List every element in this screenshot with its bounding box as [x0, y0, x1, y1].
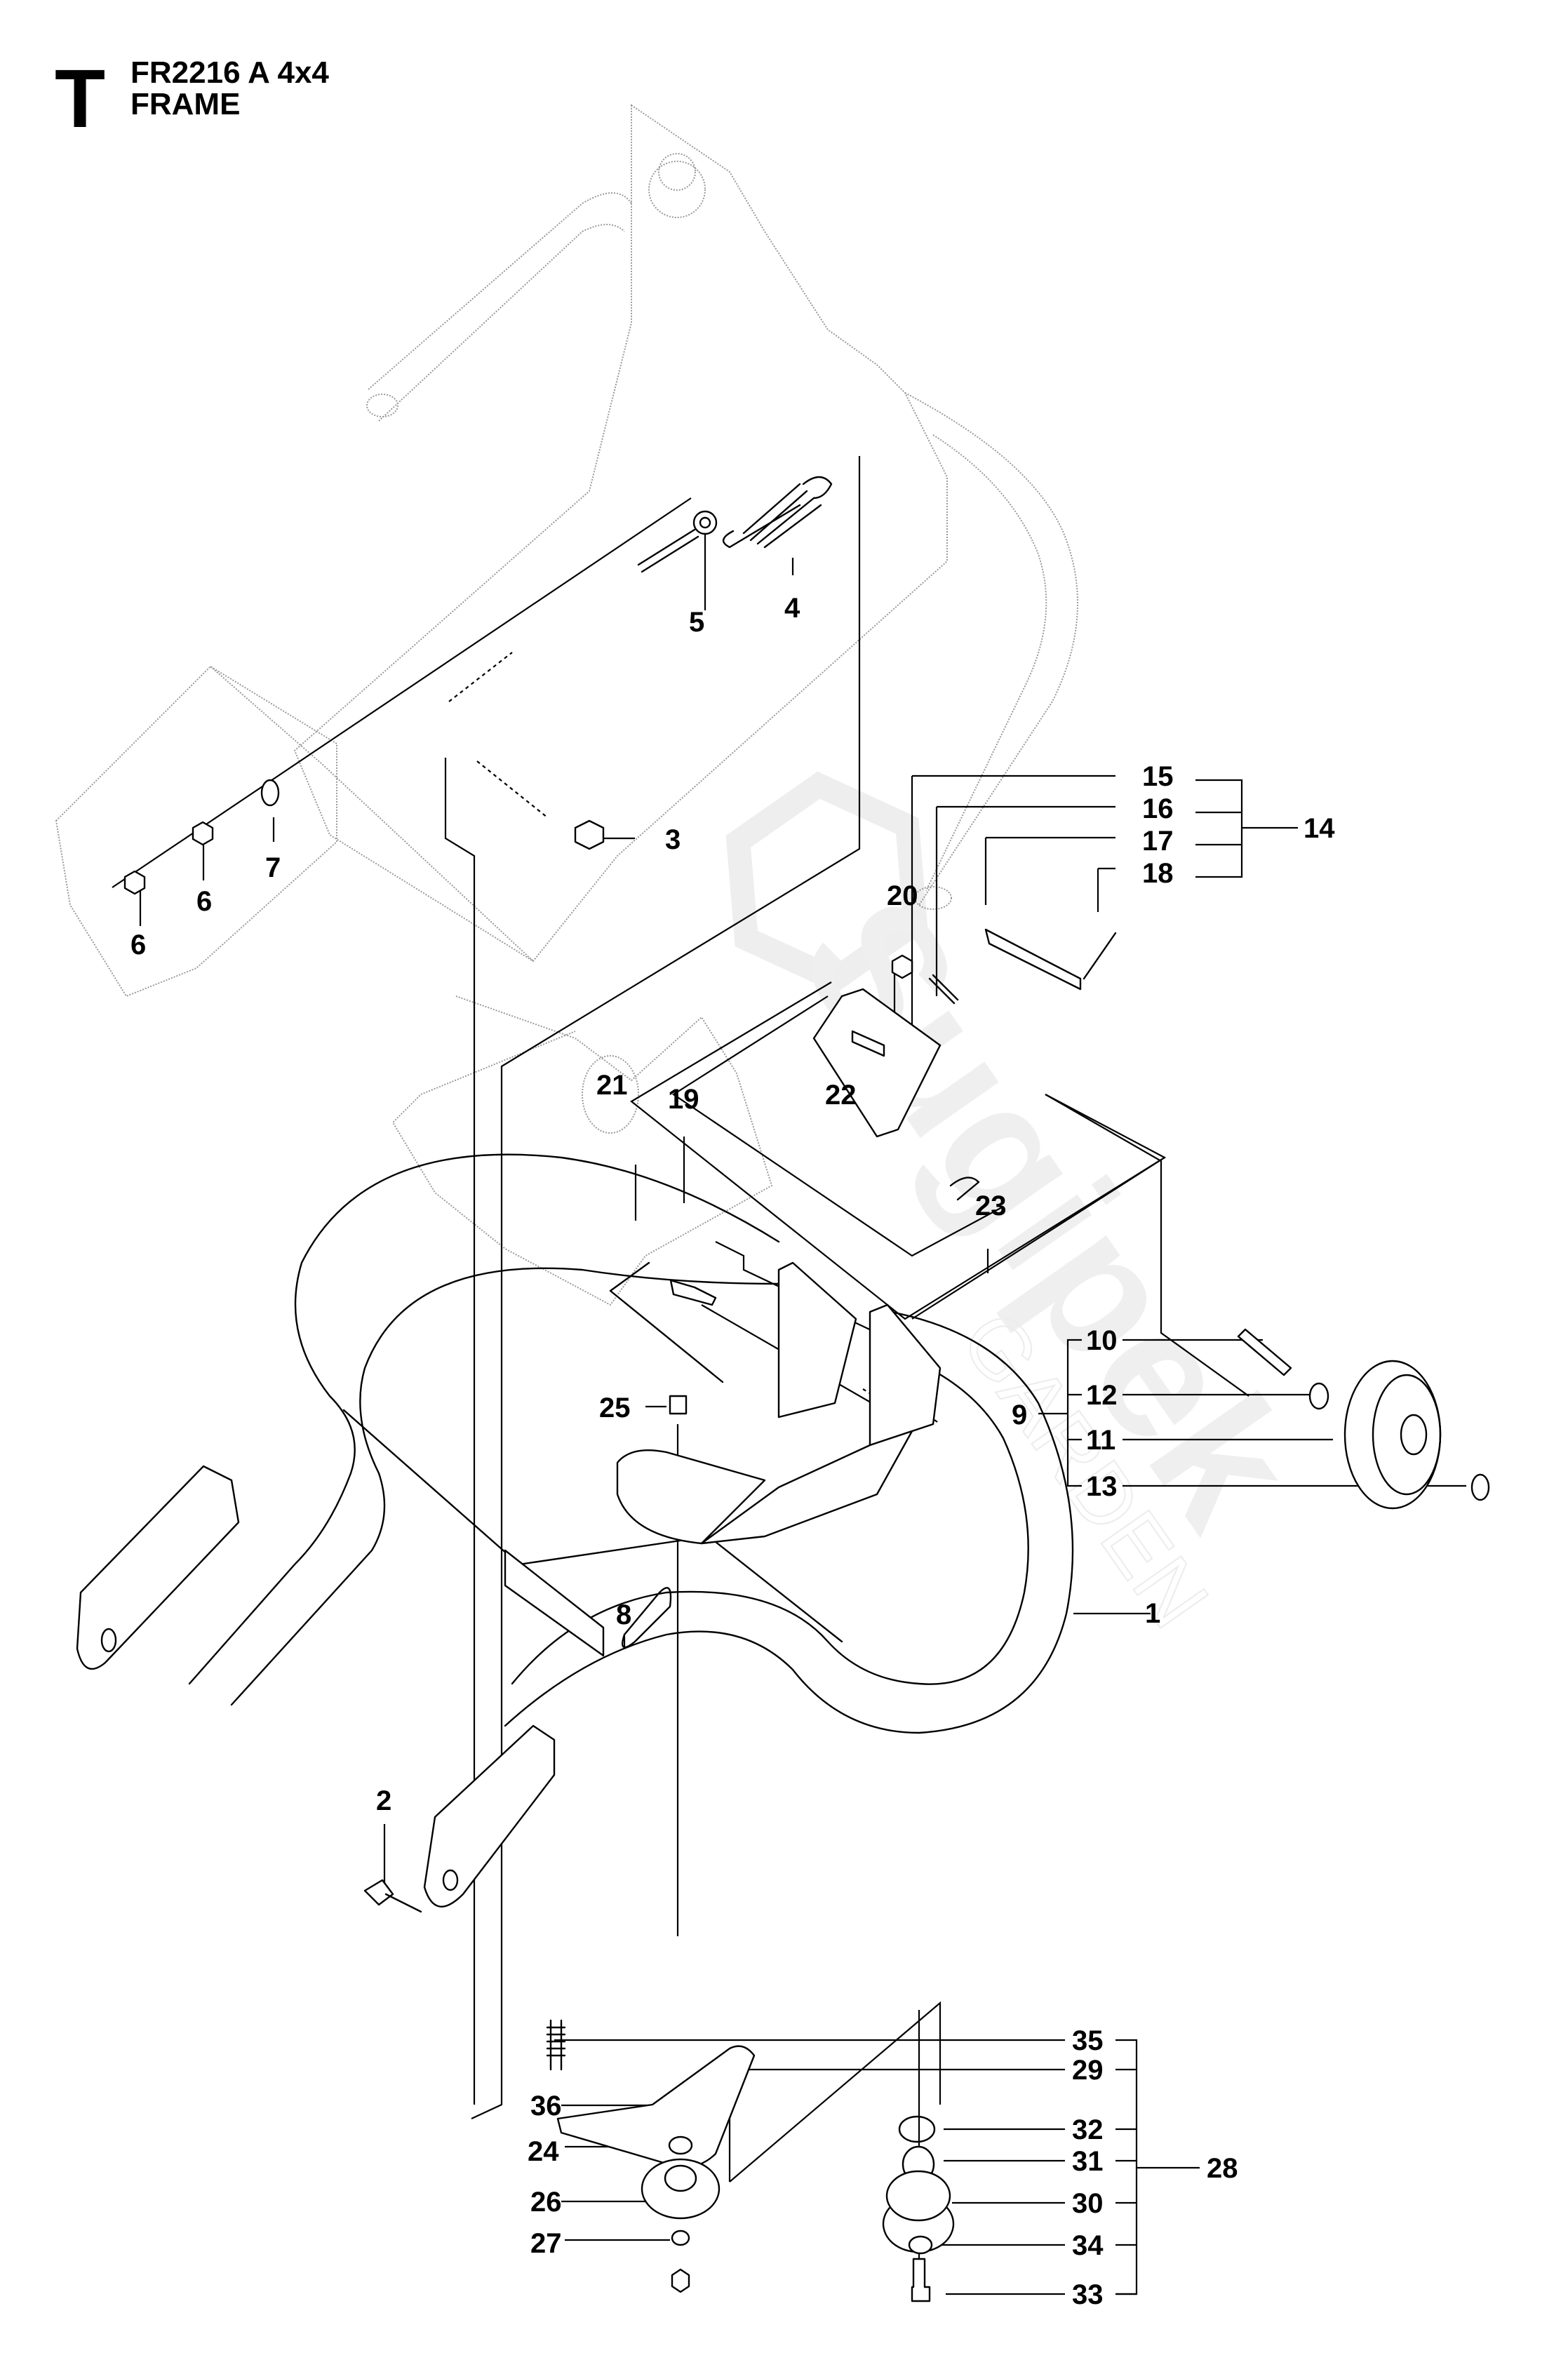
part-26-washer[interactable] [671, 2229, 690, 2246]
part-33-bolt[interactable] [911, 2258, 931, 2302]
part-11-wheel[interactable] [1343, 1360, 1442, 1510]
callout-35[interactable]: 35 [1072, 2025, 1104, 2056]
part-6-nut-b[interactable] [192, 821, 214, 846]
part-25-bolt[interactable] [669, 1395, 688, 1415]
callout-25[interactable]: 25 [599, 1393, 631, 1423]
callout-11[interactable]: 11 [1086, 1425, 1115, 1456]
part-17-pad[interactable] [984, 928, 1082, 991]
part-19-bolt[interactable] [669, 1279, 717, 1306]
leader-lines [112, 456, 1466, 2295]
pedal-bracket [616, 1261, 942, 1545]
callout-34[interactable]: 34 [1072, 2230, 1104, 2261]
callout-19[interactable]: 19 [668, 1084, 699, 1115]
callout-28[interactable]: 28 [1207, 2153, 1238, 2184]
callout-6[interactable]: 6 [130, 930, 146, 960]
callout-30[interactable]: 30 [1072, 2188, 1104, 2219]
part-4-spring[interactable] [723, 476, 833, 549]
part-10-axle-pin[interactable] [1237, 1328, 1292, 1376]
callout-29[interactable]: 29 [1072, 2055, 1104, 2086]
callout-8[interactable]: 8 [616, 1600, 631, 1630]
callout-36[interactable]: 36 [530, 2091, 562, 2121]
part-13-circlip[interactable] [1470, 1473, 1490, 1501]
part-34-spacer[interactable] [908, 2235, 933, 2255]
part-12-washer[interactable] [1308, 1382, 1329, 1410]
callout-26[interactable]: 26 [530, 2187, 562, 2218]
callout-15[interactable]: 15 [1142, 761, 1174, 792]
callout-22[interactable]: 22 [825, 1080, 857, 1111]
part-20-nut[interactable] [891, 954, 913, 979]
callout-2[interactable]: 2 [376, 1785, 391, 1816]
callout-1[interactable]: 1 [1145, 1598, 1160, 1629]
part-22-clevis-pin[interactable] [851, 1030, 885, 1057]
callout-24[interactable]: 24 [528, 2136, 559, 2167]
part-36-spacer[interactable] [668, 2135, 693, 2155]
callout-18[interactable]: 18 [1142, 858, 1174, 889]
callout-27[interactable]: 27 [530, 2228, 562, 2259]
callout-3[interactable]: 3 [665, 824, 681, 855]
callout-labels: 1 2 3 4 5 6 6 7 8 9 10 11 12 13 14 15 16… [130, 593, 1335, 2310]
part-3-nut[interactable] [574, 819, 605, 850]
part-5-eye-bolt[interactable] [637, 510, 718, 573]
callout-13[interactable]: 13 [1086, 1471, 1118, 1502]
part-32-circlip[interactable] [898, 2115, 936, 2143]
callout-12[interactable]: 12 [1086, 1380, 1118, 1411]
parts [76, 476, 1490, 2302]
section-letter: T [55, 53, 106, 145]
callout-6[interactable]: 6 [196, 886, 212, 917]
part-35-spring[interactable] [546, 2019, 566, 2071]
callout-31[interactable]: 31 [1072, 2146, 1104, 2177]
part-16-clip[interactable] [928, 974, 959, 1005]
part-27-nut[interactable] [671, 2268, 690, 2293]
part-30-pulley[interactable] [882, 2170, 955, 2253]
callout-7[interactable]: 7 [265, 852, 281, 883]
model-name: FR2216 A 4x4 [130, 55, 329, 90]
diagram-title: FRAME [130, 87, 241, 121]
part-1-bumper-frame[interactable] [76, 1153, 1074, 1907]
part-6-nut-a[interactable] [123, 870, 146, 895]
part-24-pulley[interactable] [641, 2158, 721, 2220]
callout-21[interactable]: 21 [596, 1070, 628, 1101]
callout-32[interactable]: 32 [1072, 2114, 1104, 2145]
part-2-bolt[interactable] [363, 1879, 422, 1913]
part-21-rod[interactable] [609, 1261, 724, 1383]
callout-33[interactable]: 33 [1072, 2279, 1104, 2310]
part-8-hair-pin[interactable] [621, 1587, 672, 1649]
callout-9[interactable]: 9 [1012, 1400, 1027, 1430]
callout-16[interactable]: 16 [1142, 793, 1174, 824]
callout-4[interactable]: 4 [784, 593, 800, 624]
callout-17[interactable]: 17 [1142, 826, 1174, 857]
callout-20[interactable]: 20 [887, 880, 918, 911]
part-23-r-clip[interactable] [949, 1176, 980, 1201]
callout-23[interactable]: 23 [975, 1191, 1007, 1221]
callout-14[interactable]: 14 [1304, 813, 1335, 844]
part-18-rivet[interactable] [1083, 932, 1117, 980]
part-29-idler-arm[interactable] [556, 2045, 756, 2169]
callout-10[interactable]: 10 [1086, 1325, 1118, 1356]
ghost-tractor-frame [55, 104, 1078, 1306]
part-7-washer[interactable] [260, 779, 280, 807]
part-15-pedal-arm[interactable] [812, 988, 942, 1138]
callout-5[interactable]: 5 [689, 607, 704, 638]
watermark-logo-icon [725, 771, 928, 993]
